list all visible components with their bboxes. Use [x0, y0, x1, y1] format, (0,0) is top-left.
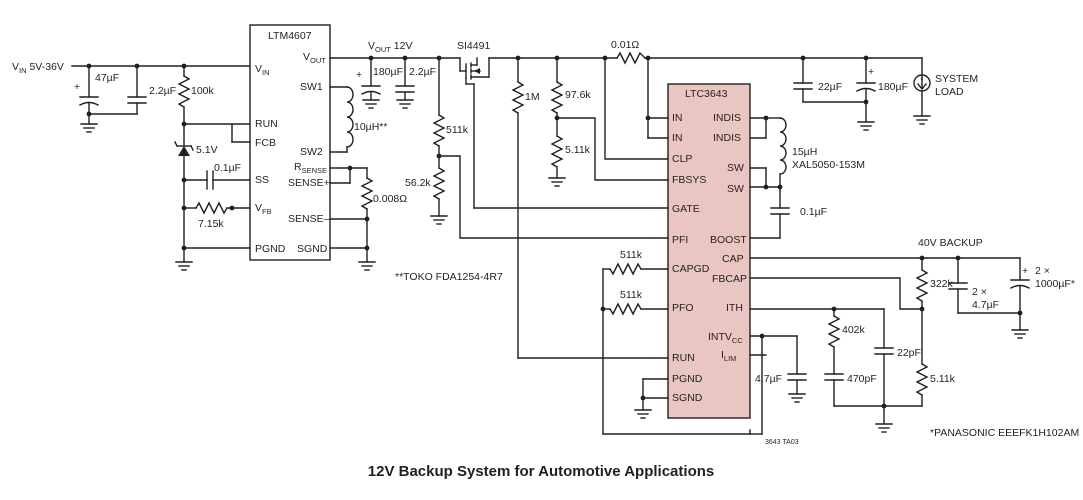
- ltc3643-left-lower-section: [600, 262, 765, 435]
- r-capgd-label: 511k: [620, 249, 643, 261]
- c-4u7-label-1: 2 ×: [972, 286, 987, 298]
- ltm4607-output-section: +: [329, 55, 669, 271]
- ltm4607-pins-right: VOUT SW1 SW2 RSENSE SENSE+ SENSE– SGND: [288, 51, 330, 255]
- svg-text:IN: IN: [672, 132, 683, 144]
- l1-label: 10µH**: [354, 121, 387, 133]
- r-1m-label: 1M: [525, 91, 540, 103]
- r-sense-label: 0.008Ω: [373, 193, 407, 205]
- vout-label: VOUT 12V: [368, 40, 412, 54]
- svg-text:CLP: CLP: [672, 153, 692, 165]
- r-402k-label: 402k: [842, 324, 866, 336]
- r-001-label: 0.01Ω: [611, 39, 639, 51]
- note-toko: **TOKO FDA1254-4R7: [395, 271, 503, 283]
- svg-text:INTVCC: INTVCC: [708, 331, 743, 345]
- svg-text:FBCAP: FBCAP: [712, 273, 747, 285]
- mosfet-and-rail: [459, 51, 923, 359]
- svg-text:+: +: [356, 69, 362, 81]
- svg-text:SGND: SGND: [297, 243, 328, 255]
- svg-text:SENSE+: SENSE+: [288, 177, 330, 189]
- svg-text:INDIS: INDIS: [713, 112, 741, 124]
- svg-text:FCB: FCB: [255, 137, 276, 149]
- svg-text:SW: SW: [727, 162, 744, 174]
- note-panasonic: *PANASONIC EEEFK1H102AM: [930, 427, 1079, 439]
- svg-text:VFB: VFB: [255, 202, 272, 216]
- r-100k-label: 100k: [191, 85, 215, 97]
- svg-text:RUN: RUN: [672, 352, 695, 364]
- svg-text:VIN: VIN: [255, 63, 270, 77]
- c-1000u-label-1: 2 ×: [1035, 265, 1050, 277]
- svg-text:SW2: SW2: [300, 146, 323, 158]
- r-5k11b-label: 5.11k: [930, 373, 956, 385]
- ltc3643-right-section: +: [749, 115, 1030, 433]
- svg-text:+: +: [868, 66, 874, 78]
- c-2u2-label: 2.2µF: [149, 85, 176, 97]
- c-47u-label: 47µF: [95, 72, 119, 84]
- svg-text:RUN: RUN: [255, 118, 278, 130]
- svg-text:ITH: ITH: [726, 302, 743, 314]
- svg-text:ILIM: ILIM: [721, 349, 736, 363]
- svg-text:VOUT: VOUT: [303, 51, 326, 65]
- c-intv-label: 4.7µF: [755, 373, 782, 385]
- r-fb-label: 7.15k: [198, 218, 224, 230]
- c-out-2u2-label: 2.2µF: [409, 66, 436, 78]
- c-180u-label: 180µF: [373, 66, 403, 78]
- svg-text:PFO: PFO: [672, 302, 694, 314]
- r-511k-label: 511k: [446, 124, 469, 136]
- r-322k-label: 322k: [930, 278, 954, 290]
- svg-text:FBSYS: FBSYS: [672, 174, 706, 186]
- svg-text:+: +: [74, 81, 80, 93]
- svg-text:SENSE–: SENSE–: [288, 213, 330, 225]
- ltm4607-pins-left: VIN RUN FCB SS VFB PGND: [255, 63, 286, 255]
- r-97k6-label: 97.6k: [565, 89, 591, 101]
- svg-text:SW1: SW1: [300, 81, 323, 93]
- c-22u-label: 22µF: [818, 81, 842, 93]
- c-boost-label: 0.1µF: [800, 206, 827, 218]
- svg-text:SGND: SGND: [672, 392, 703, 404]
- svg-text:INDIS: INDIS: [713, 132, 741, 144]
- ltc3643-pins-left: IN IN CLP FBSYS GATE PFI CAPGD PFO RUN P…: [672, 112, 710, 404]
- svg-text:PGND: PGND: [672, 373, 703, 385]
- svg-text:CAP: CAP: [722, 253, 744, 265]
- svg-text:PFI: PFI: [672, 234, 688, 246]
- svg-text:+: +: [1022, 265, 1028, 277]
- ltm4607-body: [249, 24, 331, 261]
- diagram-title: 12V Backup System for Automotive Applica…: [368, 463, 714, 480]
- ltc3643-body: [667, 83, 751, 419]
- c-ss-label: 0.1µF: [214, 162, 241, 174]
- backup-label: 40V BACKUP: [918, 237, 983, 249]
- mosfet-label: SI4491: [457, 40, 490, 52]
- svg-text:RSENSE: RSENSE: [294, 161, 327, 175]
- l2-label-2: XAL5050-153M: [792, 159, 865, 171]
- ltc3643-name: LTC3643: [685, 88, 728, 100]
- ltc3643-pins-right: INDIS INDIS SW SW BOOST CAP FBCAP ITH IN…: [708, 112, 747, 363]
- l2-label-1: 15µH: [792, 146, 817, 158]
- svg-text:BOOST: BOOST: [710, 234, 747, 246]
- r-5k11-label: 5.11k: [565, 144, 591, 156]
- c-180u2-label: 180µF: [878, 81, 908, 93]
- c-22p-label: 22pF: [897, 347, 921, 359]
- component-labels: VIN 5V-36V 47µF 2.2µF 100k 5.1V 0.1µF 7.…: [12, 39, 1079, 446]
- svg-text:PGND: PGND: [255, 243, 286, 255]
- figure-code: 3643 TA03: [765, 439, 799, 446]
- svg-text:GATE: GATE: [672, 203, 700, 215]
- c-4u7-label-2: 4.7µF: [972, 299, 999, 311]
- c-470p-label: 470pF: [847, 373, 877, 385]
- svg-text:IN: IN: [672, 112, 683, 124]
- vin-label: VIN 5V-36V: [12, 61, 64, 75]
- input-section: +: [71, 63, 251, 271]
- r-56k2-label: 56.2k: [405, 177, 431, 189]
- system-load-section: +: [793, 57, 931, 131]
- c-1000u-label-2: 1000µF*: [1035, 278, 1075, 290]
- svg-text:SS: SS: [255, 174, 269, 186]
- load-label-1: SYSTEM: [935, 73, 978, 85]
- ltm4607-name: LTM4607: [268, 30, 312, 42]
- svg-text:CAPGD: CAPGD: [672, 263, 710, 275]
- load-label-2: LOAD: [935, 86, 964, 98]
- svg-text:SW: SW: [727, 183, 744, 195]
- r-pfo-label: 511k: [620, 289, 643, 301]
- zener-label: 5.1V: [196, 144, 218, 156]
